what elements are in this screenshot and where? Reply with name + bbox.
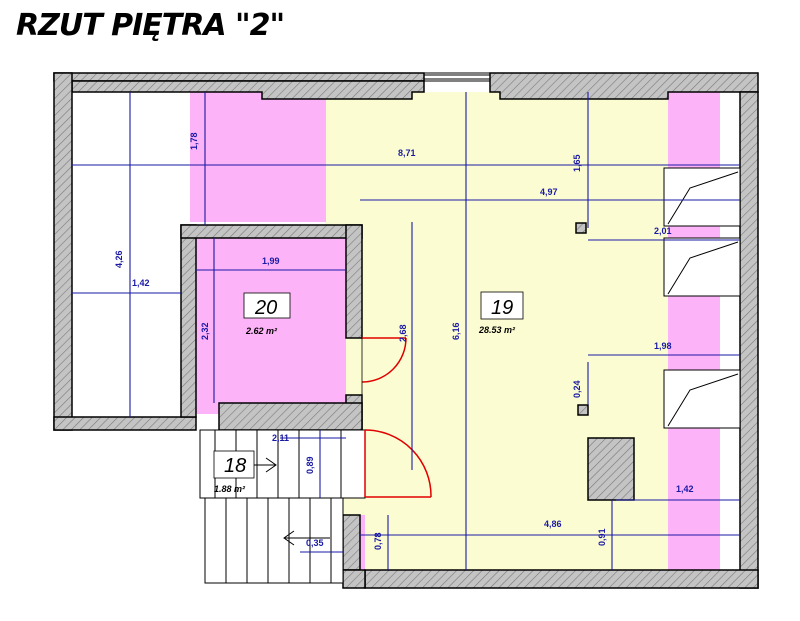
wall-room20-right-upper (345, 224, 363, 339)
dim-1-42-left: 1,42 (132, 278, 150, 288)
room-18-area: 1.88 m² (214, 484, 246, 494)
room-20-floor (196, 238, 346, 414)
right-edge-floor (720, 92, 740, 570)
room-20-area: 2.62 m² (245, 326, 278, 336)
room-label-18: 18 1.88 m² (213, 450, 255, 494)
wall-stair-right-low (342, 514, 361, 571)
vent-small-1 (575, 222, 587, 234)
outer-wall-top-left (53, 72, 425, 82)
left-sloped-zone (190, 92, 326, 222)
outer-wall-top-right (489, 72, 759, 100)
room-20-number: 20 (254, 297, 277, 319)
wall-room20-top (180, 224, 363, 239)
right-sloped-zone (668, 92, 720, 570)
dim-0-24: 0,24 (572, 380, 582, 398)
room-label-19: 19 28.53 m² (478, 291, 524, 335)
dim-6-16: 6,16 (451, 322, 461, 340)
dim-1-99: 1,99 (262, 256, 280, 266)
room-label-20: 20 2.62 m² (243, 292, 291, 336)
dim-1-42-right: 1,42 (676, 484, 694, 494)
wall-left-bottom (53, 416, 197, 431)
outer-wall-bottom (364, 569, 759, 589)
dim-8-71: 8,71 (398, 148, 416, 158)
room-19-area: 28.53 m² (478, 325, 516, 335)
staircase (199, 429, 366, 584)
dimension-labels: 8,71 4,97 1,78 1,65 4,26 1,42 1,99 2,32 … (114, 132, 694, 550)
dim-4-26: 4,26 (114, 250, 124, 268)
walls (53, 72, 759, 589)
plan-title: RZUT PIĘTRA "2" (16, 8, 285, 43)
outer-wall-right (739, 91, 759, 589)
dim-2-01: 2,01 (654, 226, 672, 236)
dimension-lines (72, 92, 740, 570)
vent-small-2 (577, 404, 589, 416)
wall-room20-left (180, 224, 197, 418)
dim-0-35: 0,35 (306, 538, 324, 548)
outer-wall-top-left-inner (71, 80, 425, 100)
dim-4-86: 4,86 (544, 519, 562, 529)
doors (361, 337, 432, 498)
top-window (423, 72, 491, 82)
dim-1-65: 1,65 (572, 154, 582, 172)
room-19-number: 19 (491, 297, 513, 319)
dim-1-98: 1,98 (654, 341, 672, 351)
wall-stair-bottom-step (342, 569, 366, 589)
dim-4-97: 4,97 (540, 187, 558, 197)
dim-0-89: 0,89 (305, 456, 315, 474)
outer-wall-left (53, 72, 73, 431)
dim-1-78: 1,78 (189, 132, 199, 150)
floor-areas (72, 92, 740, 570)
dim-2-32: 2,32 (200, 322, 210, 340)
dim-2-11: 2,11 (272, 433, 289, 443)
roof-windows (663, 167, 741, 429)
dim-0-91: 0,91 (597, 528, 607, 546)
dim-0-78: 0,78 (373, 532, 383, 550)
wall-room20-bottom (218, 402, 363, 431)
room-18-number: 18 (224, 455, 246, 477)
chimney (587, 437, 635, 501)
dim-2-68: 2,68 (398, 324, 408, 342)
